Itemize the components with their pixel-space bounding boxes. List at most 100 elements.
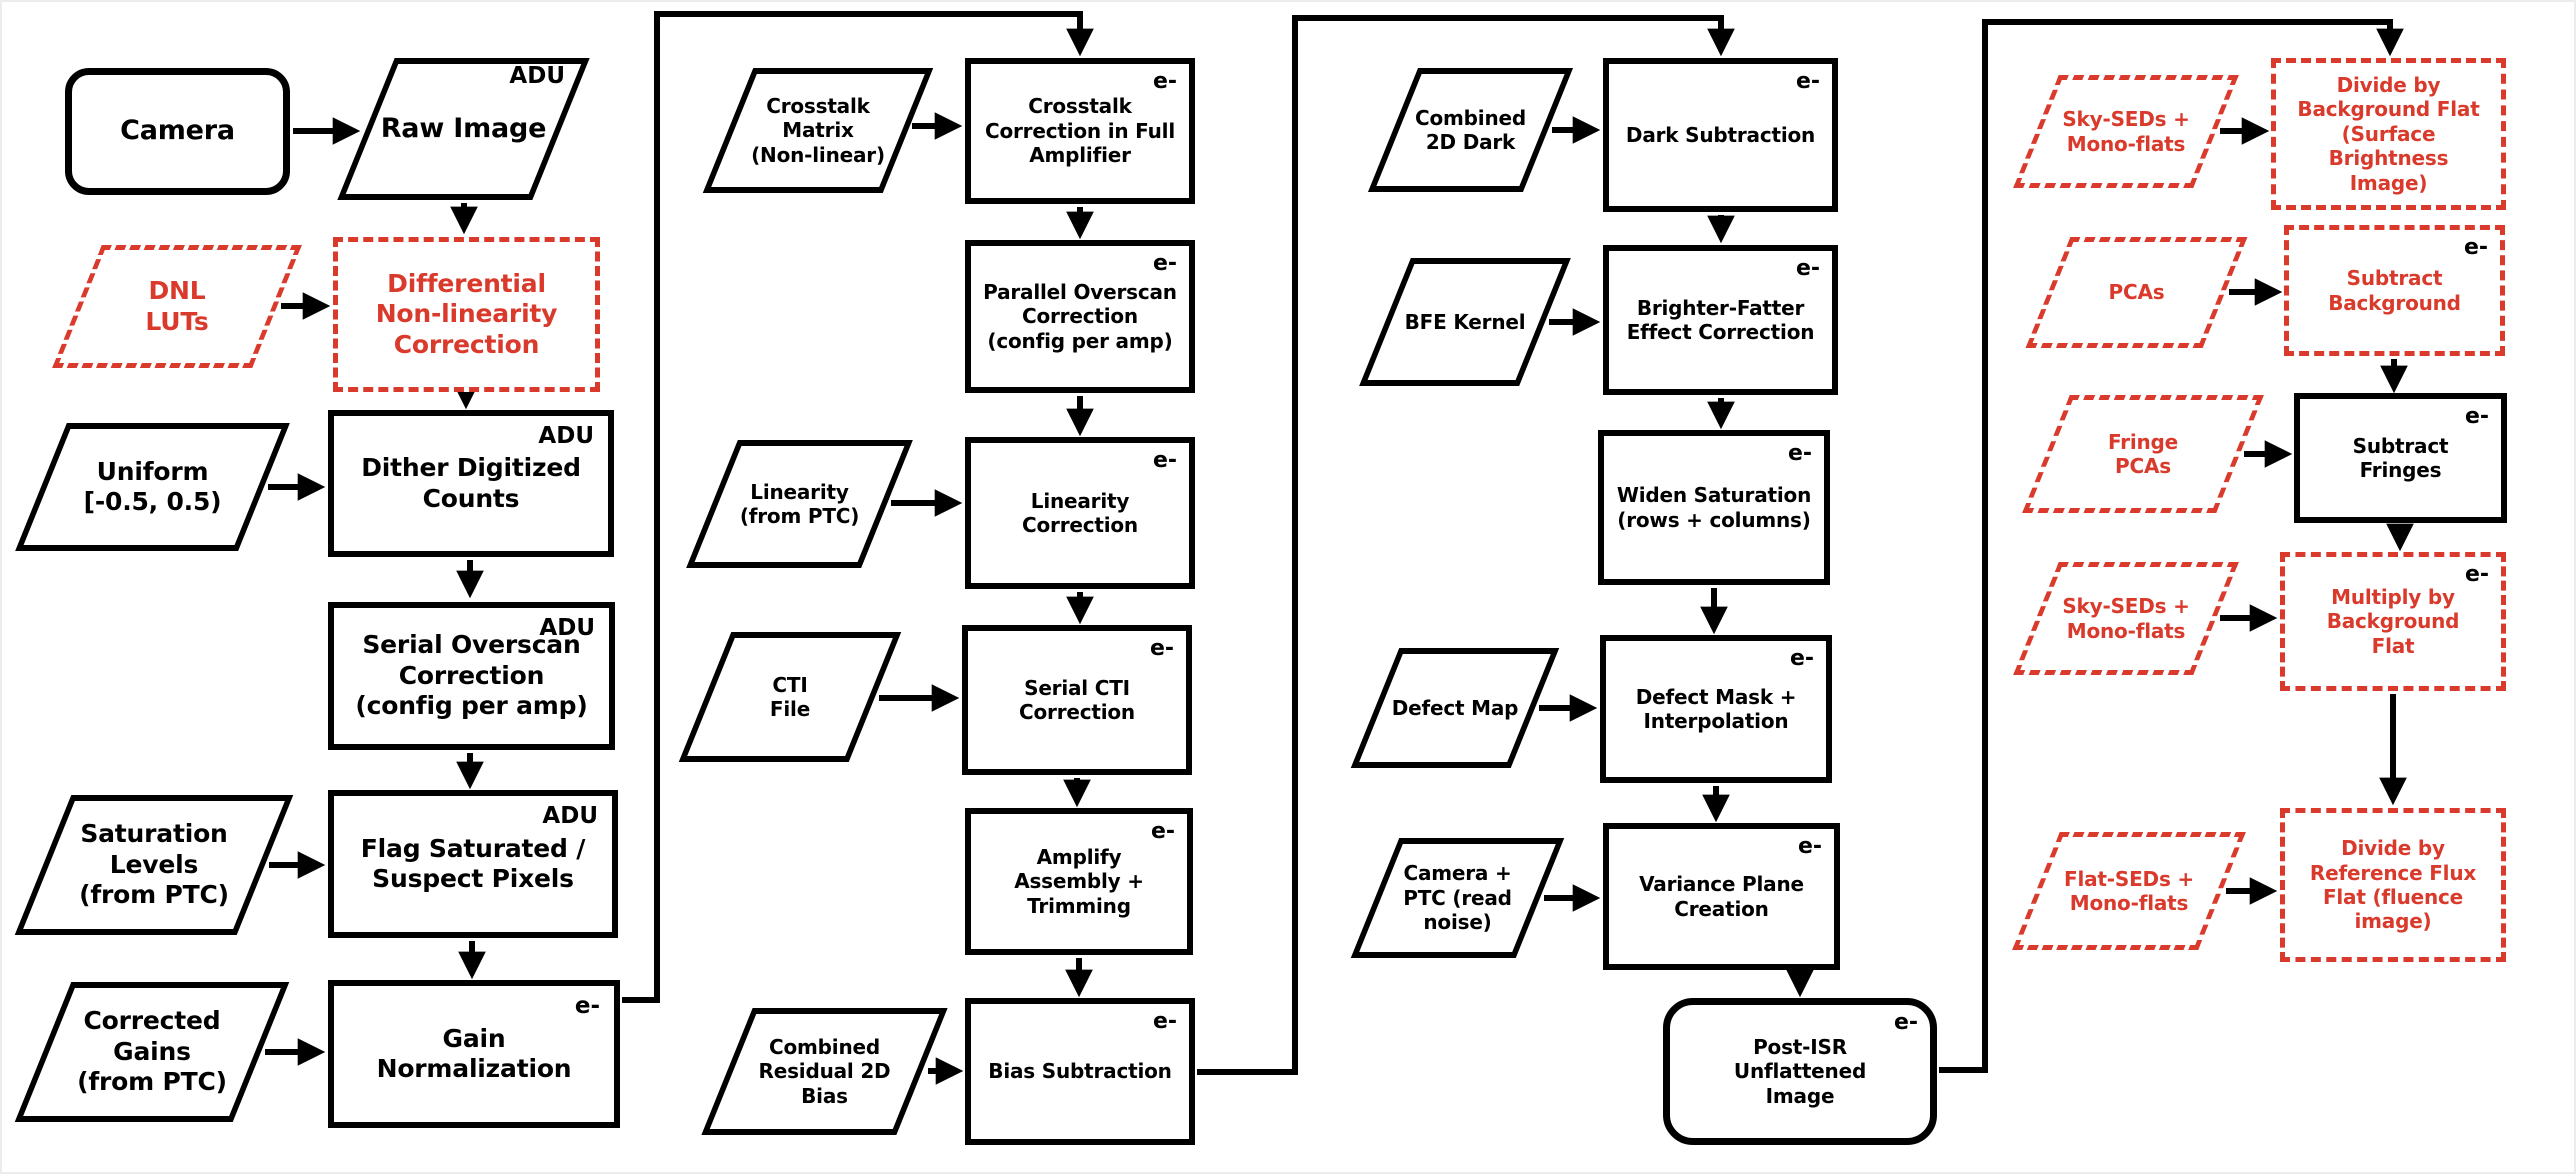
- node-label: Camera + PTC (read noise): [1403, 861, 1512, 935]
- node-label: Differential Non-linearity Correction: [375, 268, 558, 359]
- unit-badge: e-: [574, 993, 600, 1019]
- connector-bias-subtraction-to-dark-subtraction: [1197, 15, 1735, 1075]
- node-saturation-levels: Saturation Levels (from PTC): [14, 795, 294, 935]
- node-label: Sky-SEDs + Mono-flats: [2062, 594, 2190, 643]
- node-label: Defect Map: [1391, 695, 1519, 720]
- node-defect-mask: e- Defect Mask + Interpolation: [1600, 635, 1832, 783]
- unit-badge: e-: [1152, 1009, 1177, 1034]
- unit-badge: e-: [1152, 448, 1177, 473]
- node-amplify-assembly: e- Amplify Assembly + Trimming: [965, 808, 1193, 955]
- node-label: CTI File: [769, 672, 811, 721]
- node-dnl-correction: Differential Non-linearity Correction: [333, 237, 600, 392]
- node-label: Camera: [120, 115, 235, 147]
- node-label: Dither Digitized Counts: [361, 453, 581, 513]
- node-sky-seds-1: Sky-SEDs + Mono-flats: [2013, 75, 2239, 188]
- node-label: Combined Residual 2D Bias: [758, 1034, 891, 1108]
- node-crosstalk-matrix: Crosstalk Matrix (Non-linear): [702, 68, 934, 193]
- unit-badge: ADU: [539, 615, 595, 641]
- connector-gain-normalization-to-crosstalk-correction: [622, 11, 1094, 1003]
- node-label: Linearity Correction: [1022, 488, 1138, 537]
- unit-badge: e-: [1150, 819, 1175, 844]
- node-bias-subtraction: e- Bias Subtraction: [965, 998, 1195, 1145]
- node-label: Widen Saturation (rows + columns): [1616, 483, 1812, 532]
- node-label: Variance Plane Creation: [1639, 872, 1804, 921]
- node-pcas: PCAs: [2025, 237, 2248, 348]
- node-subtract-background: e- Subtract Background: [2284, 225, 2505, 356]
- node-dither: ADU Dither Digitized Counts: [328, 410, 614, 557]
- unit-badge: e-: [1893, 1010, 1918, 1035]
- node-label: Serial CTI Correction: [1019, 675, 1135, 724]
- node-label: Divide by Background Flat (Surface Brigh…: [2297, 73, 2480, 195]
- node-fringe-pcas: Fringe PCAs: [2022, 395, 2264, 513]
- node-raw-image: ADU Raw Image: [337, 58, 590, 200]
- node-subtract-fringes: e- Subtract Fringes: [2294, 393, 2507, 523]
- node-label: Combined 2D Dark: [1415, 105, 1526, 154]
- node-camera-ptc: Camera + PTC (read noise): [1350, 838, 1565, 958]
- node-label: Serial Overscan Correction (config per a…: [355, 630, 588, 721]
- node-serial-cti: e- Serial CTI Correction: [962, 625, 1192, 775]
- unit-badge: e-: [1149, 636, 1174, 661]
- node-combined-2d-dark: Combined 2D Dark: [1367, 68, 1574, 192]
- node-label: Multiply by Background Flat: [2326, 584, 2460, 658]
- unit-badge: e-: [1797, 834, 1822, 859]
- node-label: Brighter-Fatter Effect Correction: [1626, 295, 1815, 344]
- unit-badge: e-: [1152, 69, 1177, 94]
- node-label: Flag Saturated / Suspect Pixels: [360, 833, 586, 894]
- node-label: Raw Image: [380, 112, 547, 144]
- node-linearity: Linearity (from PTC): [686, 440, 913, 568]
- unit-badge: ADU: [509, 63, 565, 89]
- node-label: Linearity (from PTC): [739, 479, 860, 528]
- unit-badge: e-: [1152, 251, 1177, 276]
- node-label: BFE Kernel: [1404, 309, 1526, 334]
- node-label: Subtract Fringes: [2352, 433, 2449, 482]
- unit-badge: e-: [1787, 441, 1812, 466]
- node-label: Flat-SEDs + Mono-flats: [2064, 866, 2194, 915]
- node-label: Parallel Overscan Correction (config per…: [983, 279, 1177, 353]
- node-label: Bias Subtraction: [988, 1059, 1172, 1084]
- node-label: Saturation Levels (from PTC): [79, 819, 229, 910]
- node-multiply-background-flat: e- Multiply by Background Flat: [2280, 552, 2506, 691]
- node-label: Dark Subtraction: [1625, 122, 1816, 147]
- node-dnl-luts: DNL LUTs: [52, 245, 302, 368]
- node-label: Crosstalk Correction in Full Amplifier: [985, 94, 1175, 168]
- unit-badge: e-: [2463, 235, 2488, 260]
- node-brighter-fatter: e- Brighter-Fatter Effect Correction: [1603, 245, 1838, 395]
- node-sky-seds-2: Sky-SEDs + Mono-flats: [2013, 562, 2239, 675]
- node-variance-plane: e- Variance Plane Creation: [1603, 823, 1840, 970]
- node-label: Uniform [-0.5, 0.5): [83, 456, 222, 517]
- node-flat-seds: Flat-SEDs + Mono-flats: [2012, 832, 2246, 950]
- node-linearity-correction: e- Linearity Correction: [965, 437, 1195, 589]
- unit-badge: e-: [1795, 256, 1820, 281]
- node-label: Divide by Reference Flux Flat (fluence i…: [2309, 836, 2477, 934]
- node-label: Sky-SEDs + Mono-flats: [2062, 107, 2190, 156]
- node-divide-background-flat: Divide by Background Flat (Surface Brigh…: [2271, 58, 2506, 210]
- node-label: Post-ISR Unflattened Image: [1733, 1034, 1867, 1108]
- unit-badge: e-: [2464, 562, 2489, 587]
- node-parallel-overscan: e- Parallel Overscan Correction (config …: [965, 240, 1195, 393]
- node-label: PCAs: [2108, 280, 2165, 305]
- node-label: Amplify Assembly + Trimming: [1014, 844, 1144, 918]
- node-label: Crosstalk Matrix (Non-linear): [751, 93, 885, 167]
- unit-badge: ADU: [542, 803, 598, 829]
- node-dark-subtraction: e- Dark Subtraction: [1603, 58, 1838, 212]
- unit-badge: ADU: [538, 423, 594, 449]
- node-serial-overscan: ADU Serial Overscan Correction (config p…: [328, 602, 615, 750]
- node-label: Corrected Gains (from PTC): [77, 1006, 227, 1097]
- node-label: DNL LUTs: [145, 276, 209, 336]
- node-post-isr: e- Post-ISR Unflattened Image: [1663, 998, 1937, 1145]
- node-combined-residual-bias: Combined Residual 2D Bias: [701, 1008, 948, 1135]
- unit-badge: e-: [1795, 69, 1820, 94]
- node-uniform: Uniform [-0.5, 0.5): [15, 423, 290, 551]
- node-label: Gain Normalization: [376, 1023, 572, 1084]
- node-crosstalk-correction: e- Crosstalk Correction in Full Amplifie…: [965, 58, 1195, 204]
- node-gain-normalization: e- Gain Normalization: [328, 980, 620, 1128]
- node-corrected-gains: Corrected Gains (from PTC): [14, 982, 290, 1122]
- connector-post-isr-to-divide-background-flat: [1939, 19, 2404, 1073]
- node-camera: Camera: [65, 68, 290, 195]
- node-widen-saturation: e- Widen Saturation (rows + columns): [1598, 430, 1830, 585]
- node-defect-map: Defect Map: [1350, 648, 1560, 768]
- node-cti-file: CTI File: [678, 632, 902, 762]
- node-label: Subtract Background: [2328, 266, 2461, 315]
- node-label: Defect Mask + Interpolation: [1635, 684, 1797, 733]
